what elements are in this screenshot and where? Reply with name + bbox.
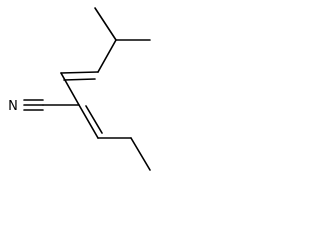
bond-c6-c7-secondary	[85, 105, 103, 134]
bond-c5-c6	[60, 72, 80, 106]
nitrogen-atom-label: N	[8, 99, 18, 114]
molecule-diagram: N	[5, 7, 151, 171]
bond-c6-c7-primary	[78, 104, 99, 139]
bond-c4-c5-secondary	[63, 78, 96, 81]
bond-c4-c5-primary	[60, 71, 99, 74]
bond-c1-c2	[94, 7, 117, 41]
bond-c8-c9	[130, 137, 151, 171]
nitrogen-label-background	[5, 96, 22, 114]
bond-c2-c4	[97, 39, 117, 73]
